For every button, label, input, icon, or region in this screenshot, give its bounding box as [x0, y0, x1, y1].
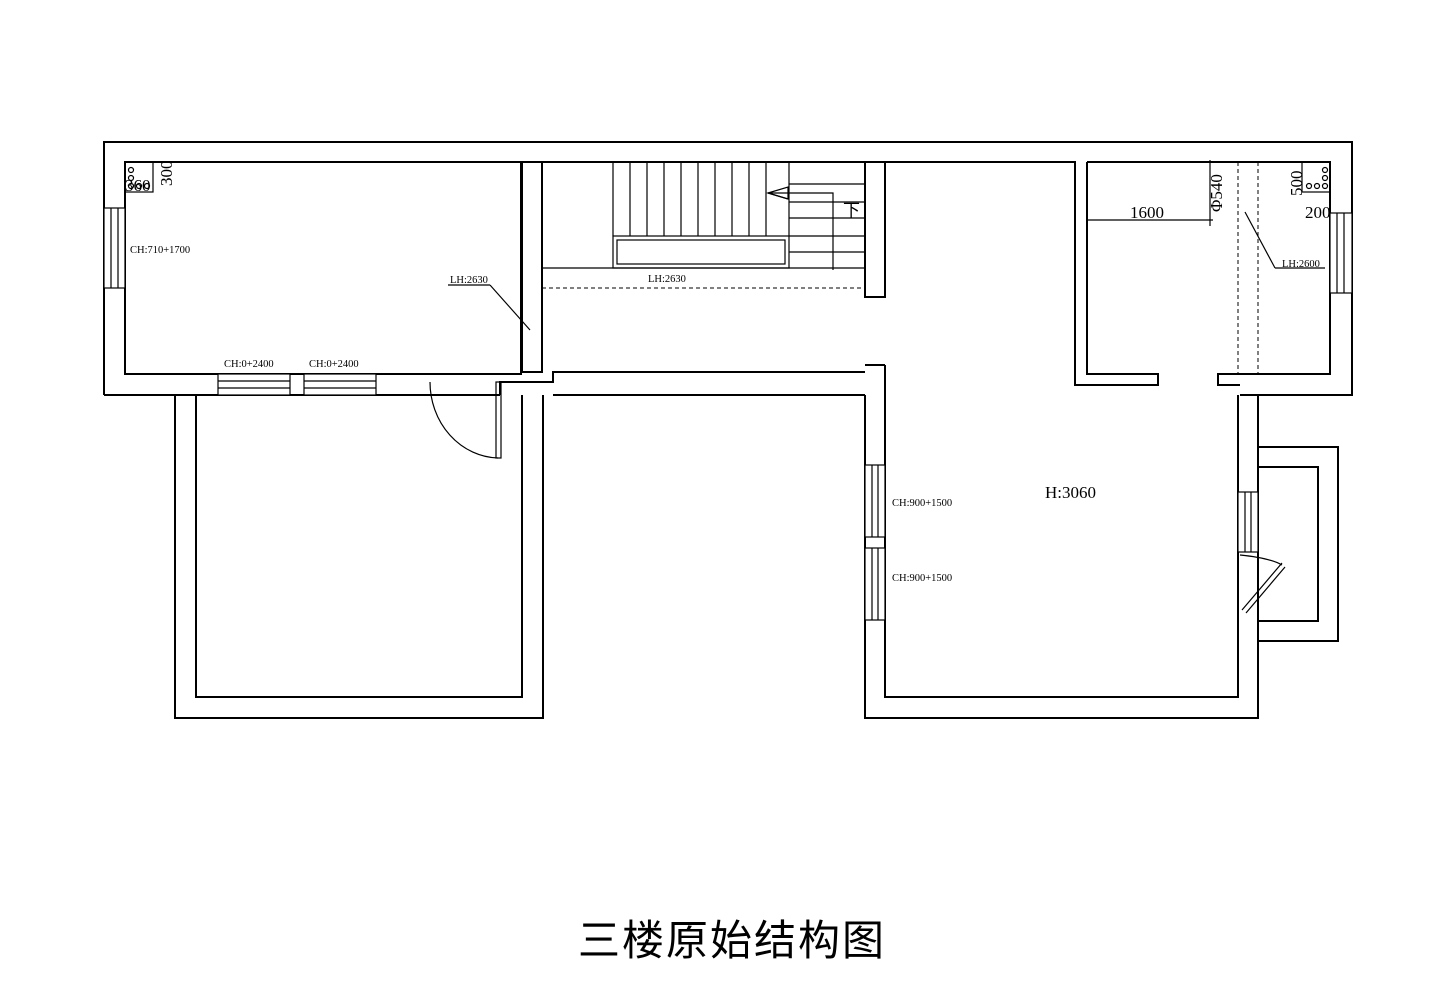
dim-pipe-right-w: 200: [1305, 203, 1331, 222]
label-window-right-2: CH:900+1500: [892, 573, 952, 584]
label-lintel-right: LH:2600: [1282, 259, 1320, 270]
window-right-upper: [1329, 212, 1353, 294]
lower-left-room: [174, 395, 544, 719]
label-lintel-left: LH:2630: [450, 275, 488, 286]
lintel-lines: [448, 162, 1325, 374]
window-right-1: [864, 464, 886, 538]
dim-wall-1600: 1600: [1130, 203, 1164, 222]
lower-right-room: [864, 364, 1339, 719]
label-room-height: H:3060: [1045, 483, 1096, 502]
dim-pipe-left-w: 360: [125, 176, 151, 195]
label-window-bottom-1: CH:0+2400: [224, 359, 274, 370]
windows: [103, 207, 1353, 621]
dim-pipe-diameter: Φ540: [1207, 174, 1226, 212]
pipes: [124, 160, 1331, 226]
drawing-title: 三楼原始结构图: [578, 916, 886, 965]
label-stair-direction: 下: [843, 201, 860, 220]
doors: [429, 381, 1286, 614]
label-window-bottom-2: CH:0+2400: [309, 359, 359, 370]
dim-pipe-left-h: 300: [157, 161, 176, 187]
window-bottom-2: [303, 373, 377, 396]
label-window-right-1: CH:900+1500: [892, 498, 952, 509]
window-balcony: [1237, 491, 1259, 553]
label-window-left: CH:710+1700: [130, 245, 190, 256]
label-lintel-stair: LH:2630: [648, 274, 686, 285]
dim-pipe-right-h: 500: [1287, 171, 1306, 197]
staircase: [542, 162, 865, 270]
window-bottom-1: [217, 373, 291, 396]
window-left: [103, 207, 126, 289]
window-right-2: [864, 547, 886, 621]
